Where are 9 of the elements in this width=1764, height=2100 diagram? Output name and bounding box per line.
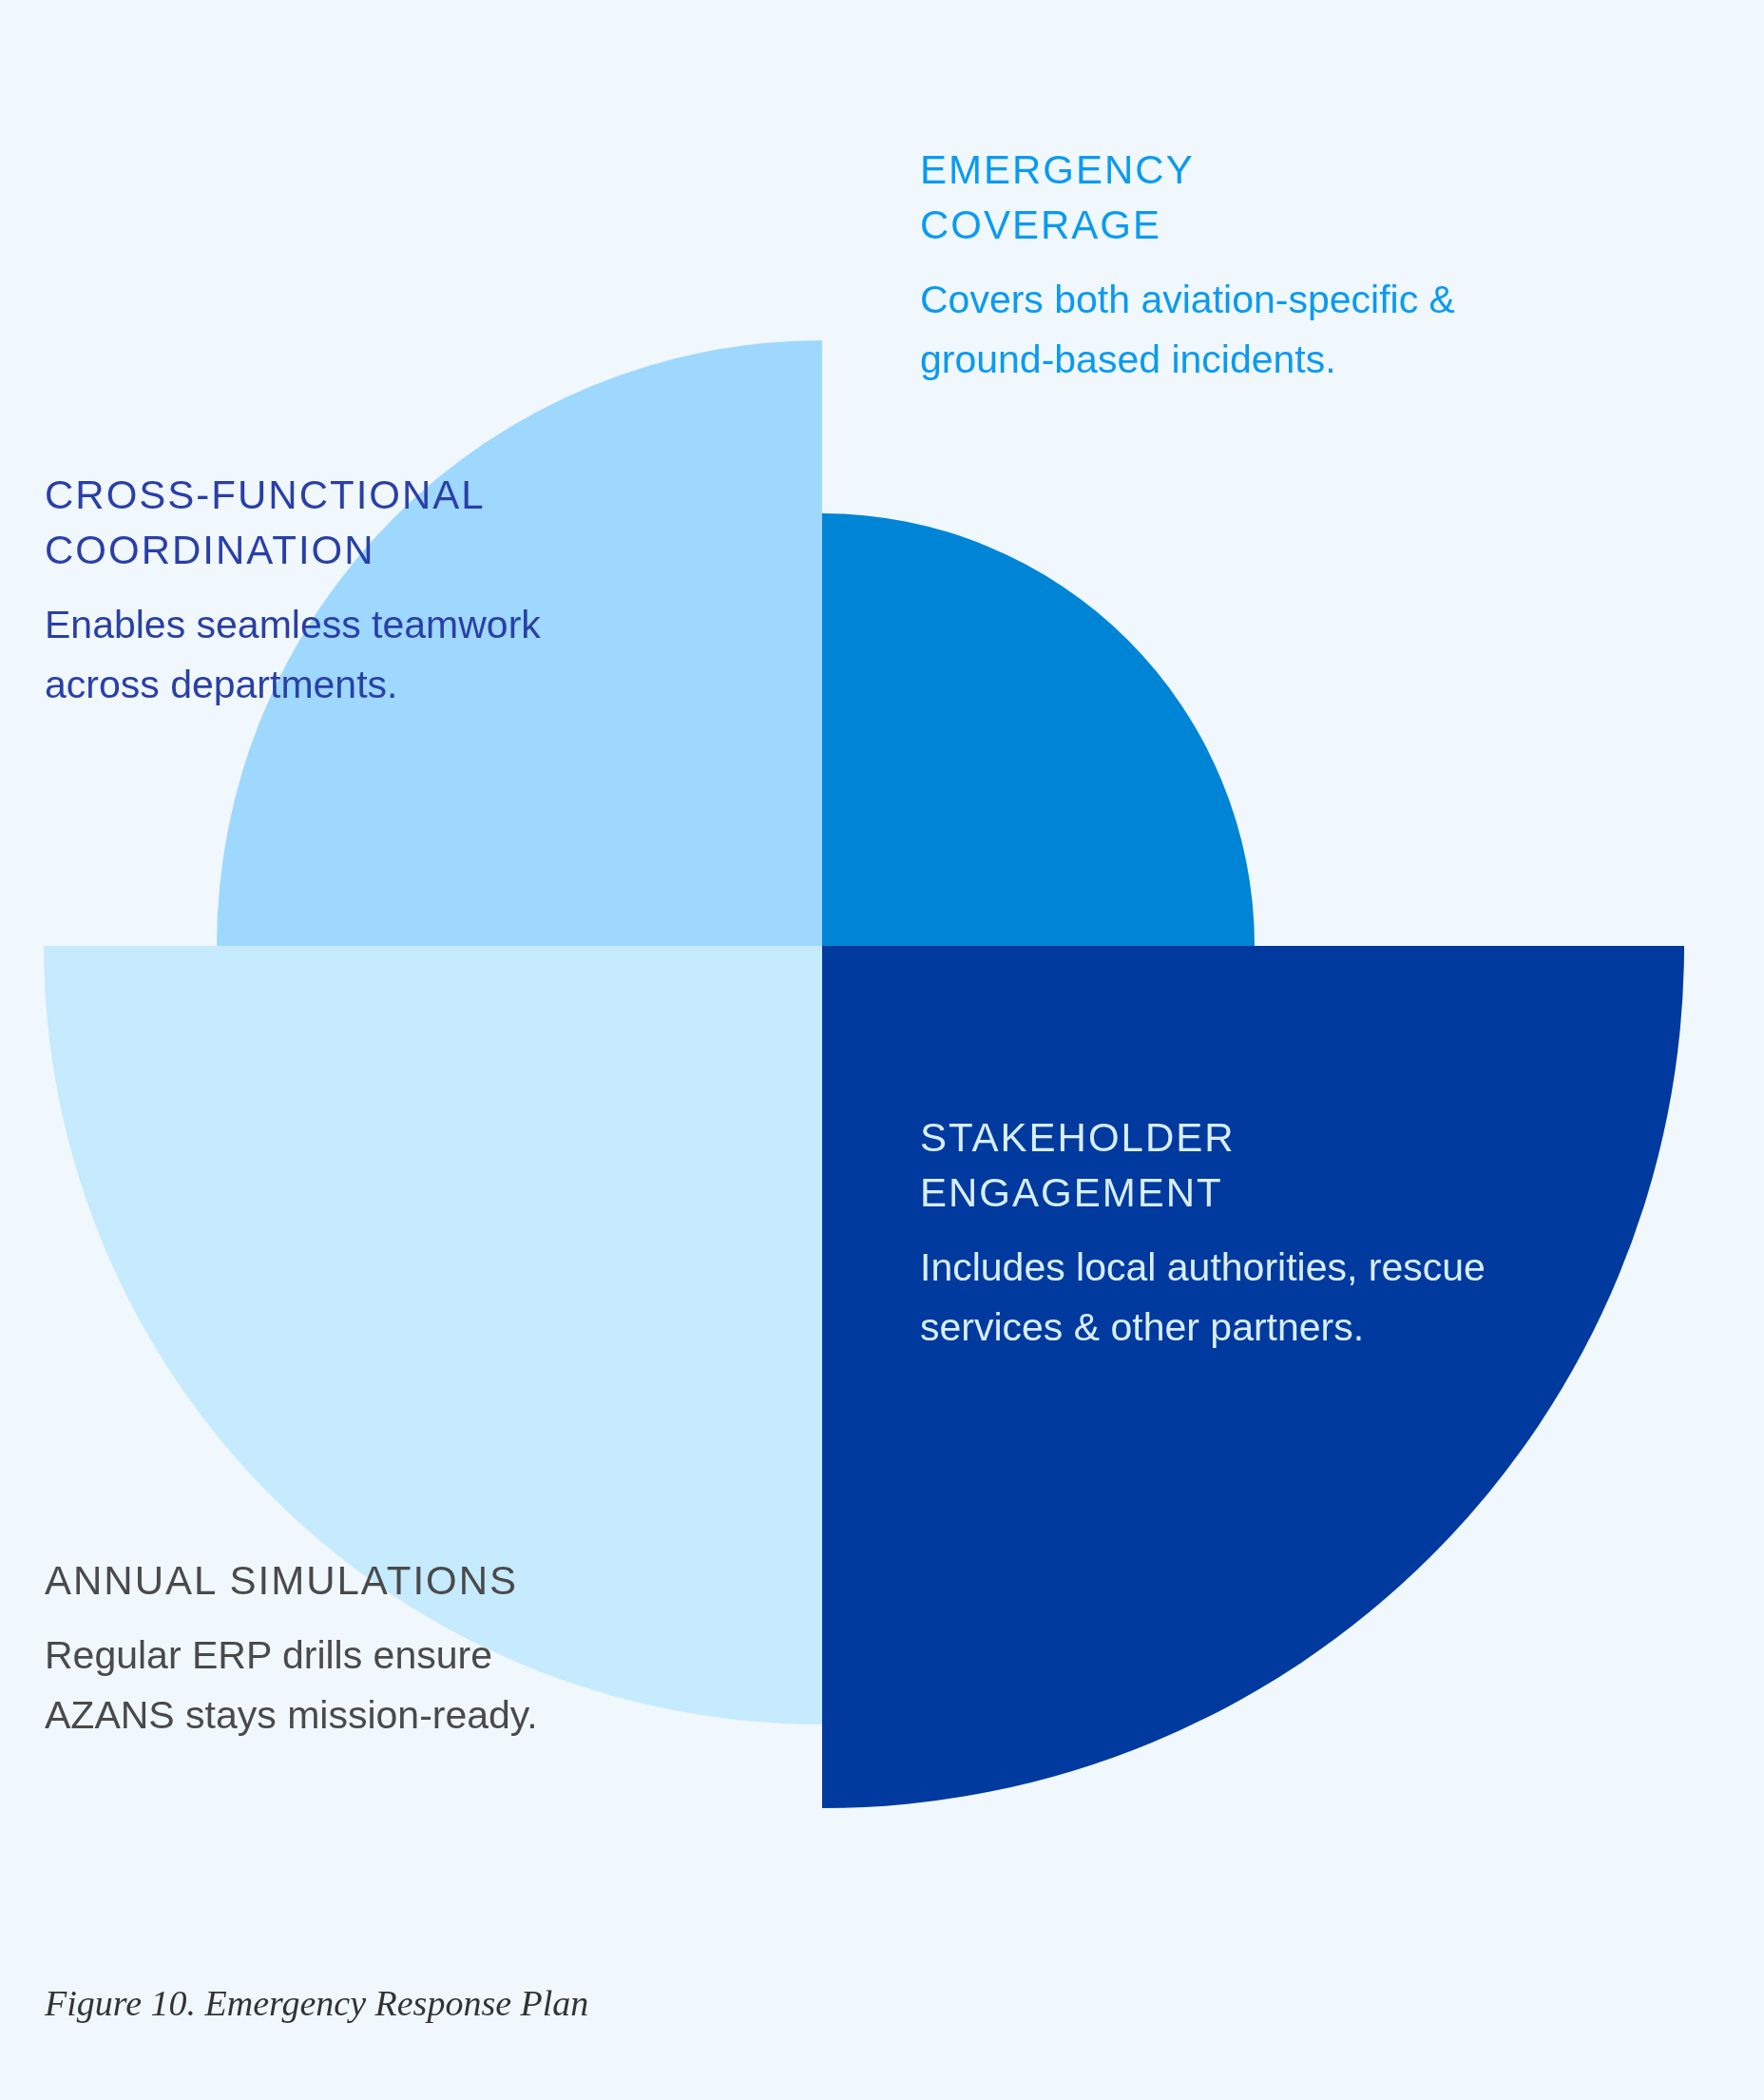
description-text: Enables seamless teamwork across departments. (45, 602, 542, 708)
section-heading: ANNUAL SIMULATIONS (45, 1557, 519, 1605)
section-heading: EMERGENCY COVERAGE (920, 146, 1195, 249)
description-text: Includes local authorities, rescue services & other partners. (920, 1244, 1486, 1351)
description-text: Regular ERP drills ensure AZANS stays mission-ready. (45, 1632, 539, 1739)
figure-caption: Figure 10. Emergency Response Plan (45, 1982, 589, 2024)
section-heading: STAKEHOLDER ENGAGEMENT (920, 1114, 1237, 1217)
section-heading: CROSS-FUNCTIONAL COORDINATION (45, 472, 486, 574)
description-text: Covers both aviation-specific & ground-based incidents. (920, 277, 1456, 383)
